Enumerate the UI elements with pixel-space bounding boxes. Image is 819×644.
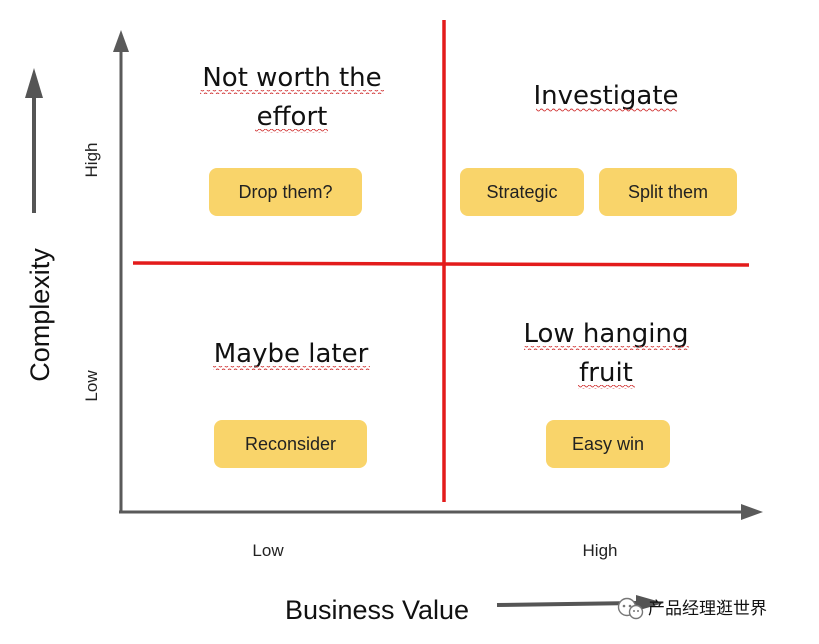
x-axis-high-label: High bbox=[583, 541, 618, 560]
wechat-icon bbox=[617, 597, 644, 620]
quadrant-title-line: Maybe later bbox=[214, 339, 369, 369]
y-axis-title-arrowhead bbox=[25, 68, 43, 98]
item-label: Easy win bbox=[572, 434, 644, 454]
item-label: Split them bbox=[628, 182, 708, 202]
spellcheck-underline bbox=[213, 366, 370, 370]
spellcheck-underline bbox=[200, 90, 384, 94]
item-box bbox=[209, 168, 362, 216]
quadrant-title-line: effort bbox=[257, 102, 328, 132]
item-box bbox=[460, 168, 584, 216]
quadrant-title-line: fruit bbox=[579, 358, 633, 388]
quadrant-bottom-left: Maybe later Reconsider bbox=[213, 339, 370, 468]
axes bbox=[113, 30, 763, 520]
x-axis-title-arrow bbox=[496, 601, 639, 607]
spellcheck-underline bbox=[578, 385, 635, 389]
spellcheck-underline bbox=[255, 129, 328, 133]
quadrant-top-right: Investigate Strategic Split them bbox=[460, 81, 737, 216]
item-label: Drop them? bbox=[238, 182, 332, 202]
item-box bbox=[599, 168, 737, 216]
watermark-text: 产品经理逛世界 bbox=[648, 599, 767, 619]
y-axis-arrowhead bbox=[113, 30, 129, 52]
x-axis-arrowhead bbox=[741, 504, 763, 520]
item-box bbox=[546, 420, 670, 468]
x-axis-low-label: Low bbox=[252, 541, 284, 560]
y-axis-title: Complexity bbox=[25, 248, 55, 382]
quadrant-bottom-right: Low hanging fruit Easy win bbox=[523, 319, 689, 468]
watermark: 产品经理逛世界 bbox=[617, 597, 767, 620]
spellcheck-underline bbox=[524, 346, 689, 350]
y-axis-labels: Complexity High Low bbox=[25, 68, 101, 402]
spellcheck-underline bbox=[536, 108, 677, 112]
quadrant-title-line: Low hanging bbox=[523, 319, 688, 349]
item-box bbox=[214, 420, 367, 468]
y-axis-high-label: High bbox=[82, 143, 101, 178]
y-axis-low-label: Low bbox=[82, 370, 101, 402]
horizontal-divider bbox=[132, 261, 750, 267]
quadrant-title-line: Not worth the bbox=[202, 63, 381, 93]
item-label: Strategic bbox=[486, 182, 557, 202]
x-axis-title: Business Value bbox=[285, 595, 469, 625]
quadrant-title-line: Investigate bbox=[533, 81, 678, 111]
x-axis-labels: Low High Business Value bbox=[252, 541, 664, 625]
quadrant-top-left: Not worth the effort Drop them? bbox=[200, 63, 384, 216]
x-axis-title-arrowhead bbox=[636, 595, 664, 611]
quadrant-dividers bbox=[132, 20, 750, 502]
item-label: Reconsider bbox=[245, 434, 336, 454]
